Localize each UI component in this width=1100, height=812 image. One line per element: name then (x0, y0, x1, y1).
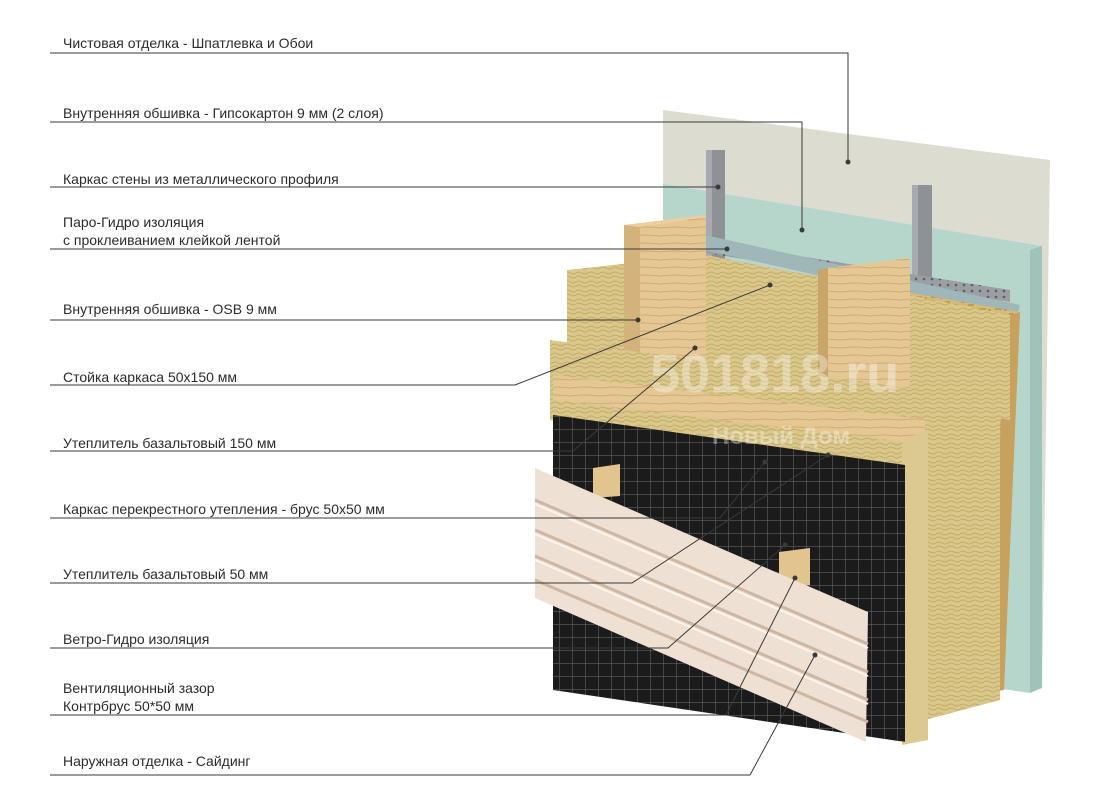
label-finish-plaster: Чистовая отделка - Шпатлевка и Обои (63, 35, 314, 51)
leader-dot (635, 317, 641, 323)
label-vapor-barrier-tape: с проклеиванием клейкой лентой (63, 232, 281, 248)
watermark-brand: Новый Дом (712, 423, 850, 450)
label-wind-membrane: Ветро-Гидро изоляция (63, 631, 210, 647)
frame-stud-left-front (624, 225, 640, 360)
leader-dot (724, 246, 730, 252)
label-metal-profile: Каркас стены из металлического профиля (63, 171, 339, 187)
siding-highlights (534, 503, 869, 705)
leader-line-wool-150 (50, 347, 696, 452)
leader-dot (762, 459, 768, 465)
leader-dot (782, 542, 788, 548)
watermark-site: 501818.ru (650, 344, 899, 404)
leader-dot (792, 575, 798, 581)
leader-dot (767, 282, 773, 288)
leader-dot (825, 452, 831, 458)
counter-batten-left (593, 464, 620, 498)
leader-line-finish (50, 52, 849, 162)
label-osb: Внутренняя обшивка - OSB 9 мм (63, 301, 277, 317)
metal-profile-right-flange (912, 185, 918, 295)
leader-dot (799, 227, 805, 233)
metal-profile-left-flange (706, 150, 712, 260)
leader-line-wind-membrane (50, 544, 786, 649)
leader-line-drywall (50, 121, 803, 230)
siding-grooves (534, 498, 869, 724)
label-siding: Наружная отделка - Сайдинг (63, 753, 251, 769)
drywall-edge (1030, 246, 1042, 693)
label-ventilation-gap: Вентиляционный зазор (63, 680, 215, 696)
cross-batten-upper (553, 375, 930, 445)
label-cross-batten: Каркас перекрестного утепления - брус 50… (63, 501, 385, 517)
leader-line-wool-50 (50, 454, 829, 584)
leader-line-stud (50, 284, 771, 386)
leader-dots (635, 159, 851, 658)
label-vapor-barrier: Паро-Гидро изоляция (63, 214, 205, 230)
frame-stud-left-face (640, 217, 706, 360)
metal-profile-left (711, 150, 725, 260)
metal-profile-right (918, 185, 932, 295)
leader-line-cross-batten (50, 461, 766, 519)
leader-line-ventilation-gap (50, 577, 796, 716)
label-mineral-wool-150: Утеплитель базальтовый 150 мм (63, 435, 277, 451)
label-drywall: Внутренняя обшивка - Гипсокартон 9 мм (2… (63, 105, 384, 121)
leader-dot (845, 159, 851, 165)
leader-dot (812, 652, 818, 658)
leader-lines (50, 52, 849, 776)
label-frame-stud: Стойка каркаса 50х150 мм (63, 369, 238, 385)
frame-stud-right-face (828, 258, 910, 418)
label-counter-batten: Контрбрус 50*50 мм (63, 698, 194, 714)
leader-dot (692, 345, 698, 351)
leader-line-siding (50, 654, 816, 776)
mineral-wool-50-edge (902, 430, 928, 745)
mineral-wool-50-side (925, 380, 1000, 720)
label-mineral-wool-50: Утеплитель базальтовый 50 мм (63, 566, 269, 582)
leader-dot (715, 184, 721, 190)
